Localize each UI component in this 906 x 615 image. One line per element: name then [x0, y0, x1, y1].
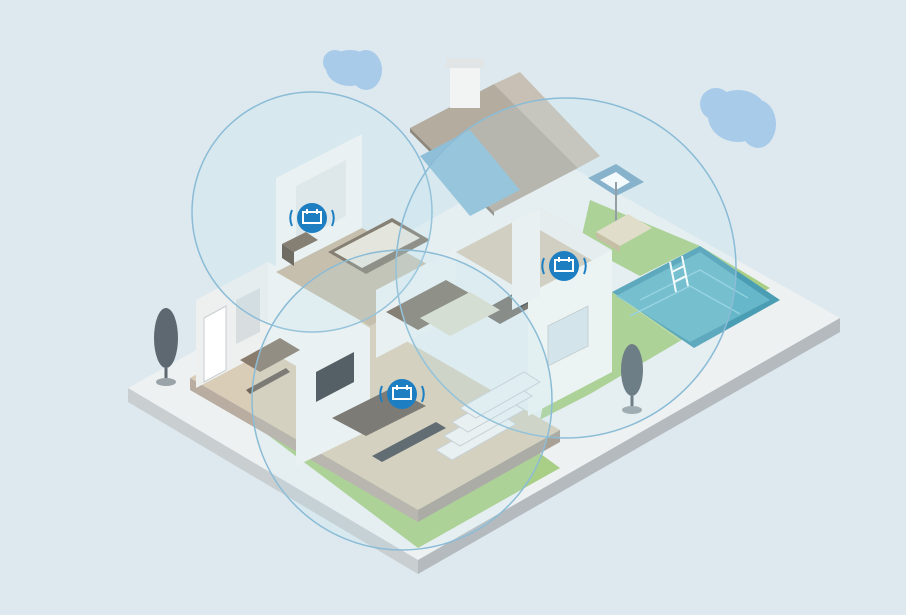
exterior-wall [512, 208, 612, 416]
router-icon [289, 203, 335, 233]
cloud-icon [323, 50, 382, 90]
swimming-pool [612, 246, 780, 350]
cloud-icon [700, 88, 776, 148]
pool-ladder-icon [669, 255, 689, 293]
router-icon [379, 379, 425, 409]
sun-lounger [596, 214, 652, 252]
tree-icon [154, 308, 178, 386]
umbrella-icon [588, 164, 644, 222]
tree-icon [621, 344, 643, 414]
roof [410, 58, 600, 216]
staircase [435, 371, 541, 461]
router-icon [541, 251, 587, 281]
